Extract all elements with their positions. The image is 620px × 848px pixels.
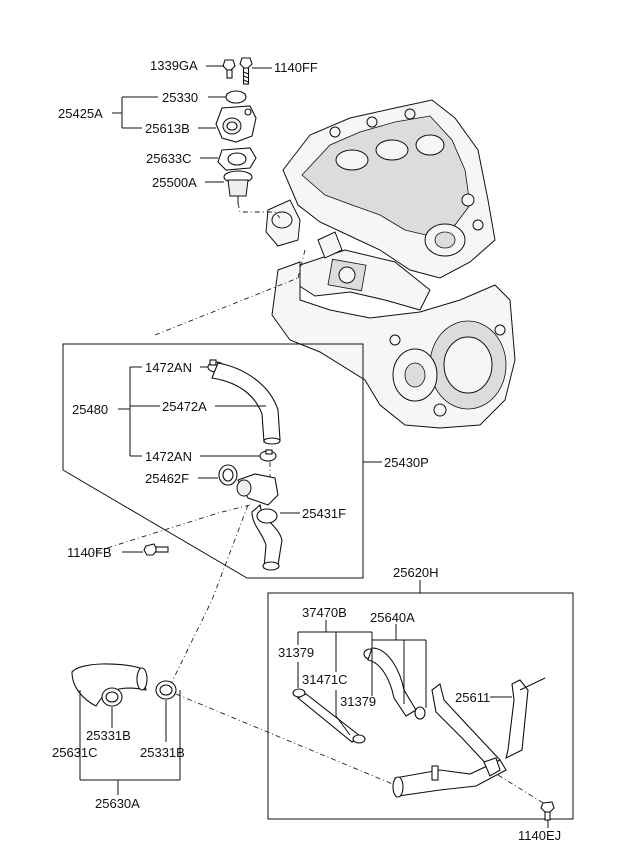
water-pipe-25611-icon [392,677,546,798]
label-1472an-bottom: 1472AN [145,449,192,464]
bolt-1339ga-icon [222,59,236,79]
label-25472a: 25472A [162,399,207,414]
label-31379-a: 31379 [278,645,314,660]
label-31471c: 31471C [302,672,348,687]
label-25613b: 25613B [145,121,190,136]
label-25331b-right: 25331B [140,745,185,760]
label-37470b: 37470B [302,605,347,620]
label-25631c: 25631C [52,745,98,760]
label-1140ej: 1140EJ [518,828,561,843]
label-25611: 25611 [455,690,490,705]
clamp-25331b-right-icon [155,680,177,700]
label-1140fb: 1140FB [67,545,112,560]
thermostat-cover-25613b-icon [215,105,257,143]
label-25500a: 25500A [152,175,197,190]
clamp-25331b-left-icon [101,687,123,707]
bolt-1140ej-icon [540,801,555,821]
label-25633c: 25633C [146,151,192,166]
label-25640a: 25640A [370,610,415,625]
bolt-1140fb-icon [143,543,169,556]
label-25425a: 25425A [58,106,103,121]
hose-25472a-icon [211,362,281,443]
gasket-25330-icon [225,90,247,104]
label-25430p: 25430P [384,455,429,470]
clamp-1472an-bottom-icon [259,449,277,462]
label-25480: 25480 [72,402,108,417]
label-25330: 25330 [162,90,198,105]
box-25430p [62,343,364,579]
clamp-31379-b-icon [352,734,366,744]
label-25620h: 25620H [393,565,439,580]
hose-25631c-icon [71,663,147,707]
label-25331b-left: 25331B [86,728,131,743]
label-25630a: 25630A [95,796,140,811]
bolt-1140ff-icon [239,57,253,85]
label-25431f: 25431F [302,506,346,521]
label-25462f: 25462F [145,471,189,486]
label-31379-b: 31379 [340,694,376,709]
label-1339ga: 1339GA [150,58,198,73]
label-1140ff: 1140FF [274,60,318,75]
water-fitting-25431f-icon [236,473,283,571]
label-1472an-top: 1472AN [145,360,192,375]
thermostat-25500a-icon [223,170,253,203]
engine-block-icon [265,99,516,429]
